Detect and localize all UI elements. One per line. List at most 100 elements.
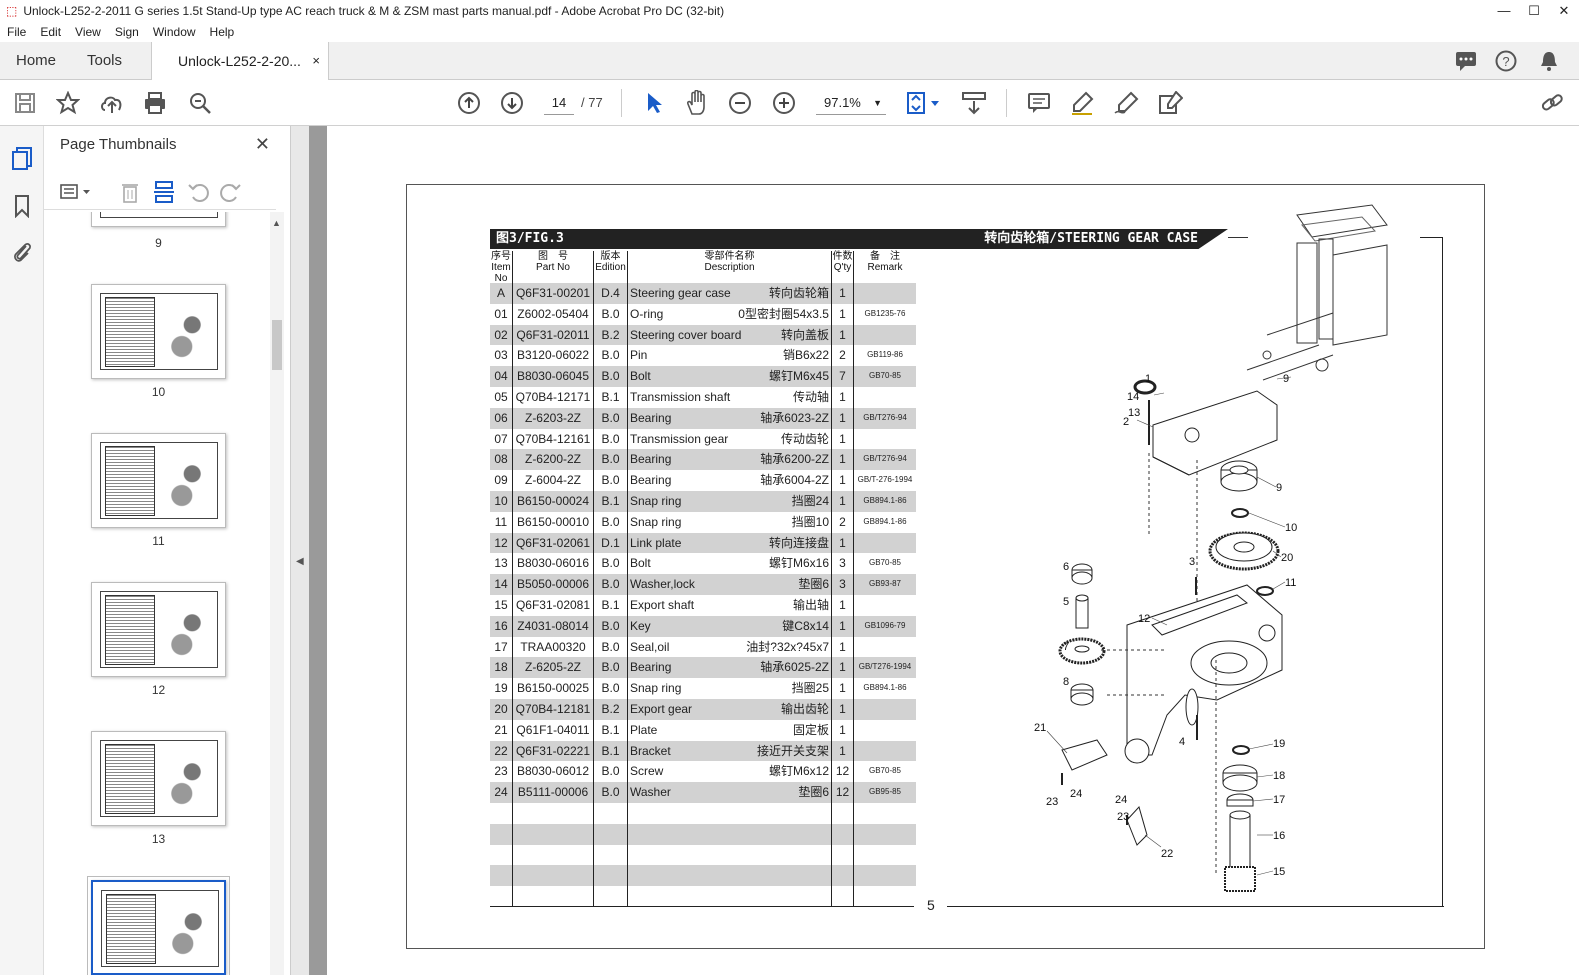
tab-tools[interactable]: Tools <box>87 52 123 69</box>
cell-edition: B.0 <box>601 764 620 779</box>
menu-window[interactable]: Window <box>152 25 196 39</box>
cell-description-en: Key <box>630 618 651 633</box>
thumbnail-scrollbar[interactable]: ▲ <box>270 212 284 975</box>
cell-remark: GB93-87 <box>868 579 902 589</box>
cell-part-no: B5111-00006 <box>517 785 589 800</box>
help-icon[interactable]: ? <box>1495 50 1517 72</box>
transmission-gear-07 <box>1058 637 1106 665</box>
comment-chat-icon[interactable] <box>1455 51 1477 71</box>
menu-edit[interactable]: Edit <box>40 25 62 39</box>
page-thumbnail[interactable] <box>91 284 226 379</box>
cell-item-no: 23 <box>494 764 508 779</box>
toolbar-divider <box>1006 89 1007 117</box>
document-tab-label: Unlock-L252-2-20... <box>178 53 301 69</box>
window-controls: — ☐ ✕ <box>1489 0 1579 22</box>
cell-description-cn: 轴承6025-2Z <box>760 660 829 675</box>
page-thumbnail[interactable] <box>91 582 226 677</box>
search-zoom-icon[interactable] <box>188 91 212 115</box>
insert-page-icon[interactable] <box>153 180 175 204</box>
cell-item-no: 24 <box>494 785 508 800</box>
cell-edition: D.1 <box>601 535 620 550</box>
tab-home[interactable]: Home <box>16 52 57 69</box>
callout: 19 <box>1273 738 1285 750</box>
upload-cloud-icon[interactable] <box>99 91 125 115</box>
bookmarks-icon[interactable] <box>13 194 31 218</box>
cell-edition: B.0 <box>601 681 620 696</box>
cell-item-no: 03 <box>494 348 508 363</box>
cell-part-no: Z6002-05404 <box>517 306 589 321</box>
bookmark-star-icon[interactable] <box>56 91 80 115</box>
close-tab-icon[interactable]: × <box>312 53 320 68</box>
zoom-in-button[interactable] <box>773 92 795 114</box>
cell-description-cn: 垫圈6 <box>798 785 829 800</box>
save-icon[interactable] <box>14 92 36 114</box>
cell-part-no: Q6F31-02011 <box>516 327 590 342</box>
notification-bell-icon[interactable] <box>1540 50 1558 72</box>
scroll-up-arrow-icon[interactable]: ▲ <box>272 218 281 228</box>
callout-labels: 1 2 3 4 5 6 7 8 9 9 10 10 11 12 13 14 15… <box>1034 373 1297 878</box>
rotate-left-icon[interactable] <box>187 181 209 203</box>
page-thumbnail[interactable] <box>91 212 226 227</box>
page-number-input[interactable]: 14 <box>544 91 574 115</box>
menu-bar: File Edit View Sign Window Help <box>0 22 1579 42</box>
cell-edition: B.0 <box>601 577 620 592</box>
page-thumbnails-icon[interactable] <box>11 146 33 170</box>
cell-qty: 1 <box>839 473 846 488</box>
select-cursor-icon[interactable] <box>645 91 663 115</box>
menu-view[interactable]: View <box>75 25 101 39</box>
maximize-button[interactable]: ☐ <box>1528 3 1540 18</box>
tab-document[interactable]: Unlock-L252-2-20... × <box>151 42 329 81</box>
panel-collapse-handle[interactable]: ◀ <box>291 126 309 975</box>
zoom-out-button[interactable] <box>729 92 751 114</box>
menu-sign[interactable]: Sign <box>114 25 139 39</box>
next-page-button[interactable] <box>501 92 523 114</box>
callout: 10 <box>1285 522 1297 534</box>
fit-page-icon[interactable] <box>906 91 940 115</box>
thumbnail-page-number: 10 <box>151 385 166 399</box>
scroll-mode-icon[interactable] <box>961 91 987 115</box>
cell-description-cn: 输出齿轮 <box>780 702 829 716</box>
page-thumbnail-current[interactable] <box>87 876 230 975</box>
previous-page-button[interactable] <box>458 92 480 114</box>
snap-ring-19 <box>1232 745 1250 755</box>
page-thumbnail[interactable] <box>91 731 226 826</box>
table-divider <box>831 251 832 907</box>
cell-description-cn: 固定板 <box>792 722 829 737</box>
page-thumbnail[interactable] <box>91 433 226 528</box>
hand-tool-icon[interactable] <box>685 90 709 116</box>
cell-description-cn: 螺钉M6x12 <box>768 764 829 779</box>
zoom-level-select[interactable]: 97.1%▼ <box>816 91 886 115</box>
cell-description-cn: 销B6x22 <box>782 348 829 363</box>
rotate-right-icon[interactable] <box>220 181 242 203</box>
scrollbar-thumb[interactable] <box>272 320 282 370</box>
callout: 15 <box>1273 866 1285 878</box>
options-menu-icon[interactable] <box>60 182 92 202</box>
share-link-icon[interactable] <box>1540 91 1566 115</box>
cell-qty: 1 <box>839 618 846 633</box>
cell-remark <box>854 699 916 720</box>
add-comment-icon[interactable] <box>1027 92 1051 114</box>
menu-help[interactable]: Help <box>209 25 235 39</box>
menu-file[interactable]: File <box>7 25 27 39</box>
delete-trash-icon[interactable] <box>120 181 140 203</box>
cell-description-cn: 轴承6023-2Z <box>760 410 829 425</box>
close-window-button[interactable]: ✕ <box>1558 3 1570 18</box>
cell-description-en: Bearing <box>630 410 672 425</box>
attachments-paperclip-icon[interactable] <box>11 240 33 264</box>
main-toolbar: 14 / 77 97.1%▼ <box>0 80 1579 126</box>
edit-export-icon[interactable] <box>1157 91 1183 115</box>
sign-fill-icon[interactable] <box>1113 91 1139 115</box>
close-panel-icon[interactable]: ✕ <box>254 134 270 154</box>
viewer-scrollbar[interactable] <box>1565 126 1579 975</box>
print-icon[interactable] <box>143 91 167 115</box>
cell-qty: 1 <box>839 681 846 696</box>
cell-item-no: 18 <box>494 660 508 675</box>
cell-description-en: Bracket <box>630 743 671 758</box>
minimize-button[interactable]: — <box>1497 3 1511 18</box>
highlight-pen-icon[interactable] <box>1070 91 1094 115</box>
